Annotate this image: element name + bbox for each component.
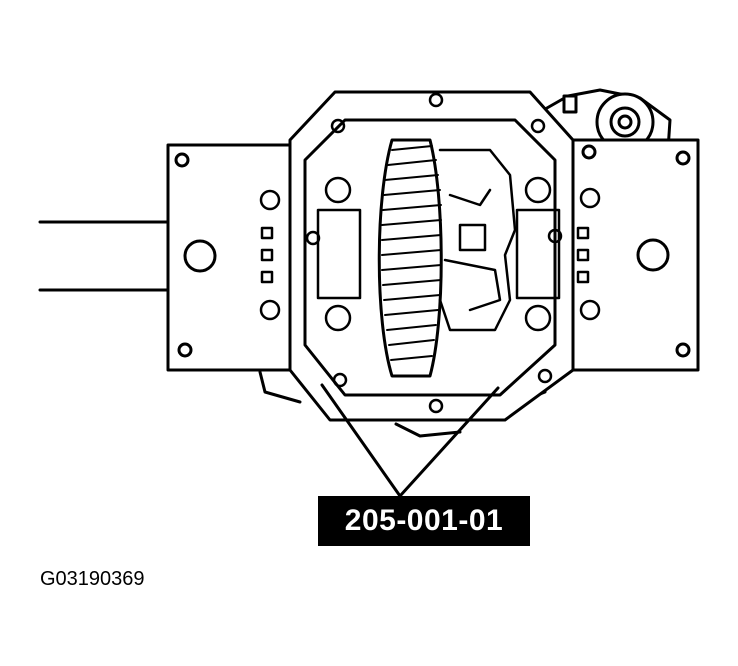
figure-id: G03190369 [40,568,145,590]
differential-case [438,148,517,332]
cover-bolts [305,92,563,414]
side-bearing-left [259,176,362,332]
tool-number-callout: 205-001-01 [318,496,530,546]
left-mounting-plate [166,143,292,372]
ring-gear [377,138,443,378]
side-bearing-right [515,176,601,332]
callout-leader-lines [320,383,500,498]
axle-tube [38,220,170,292]
right-mounting-plate [571,138,700,372]
